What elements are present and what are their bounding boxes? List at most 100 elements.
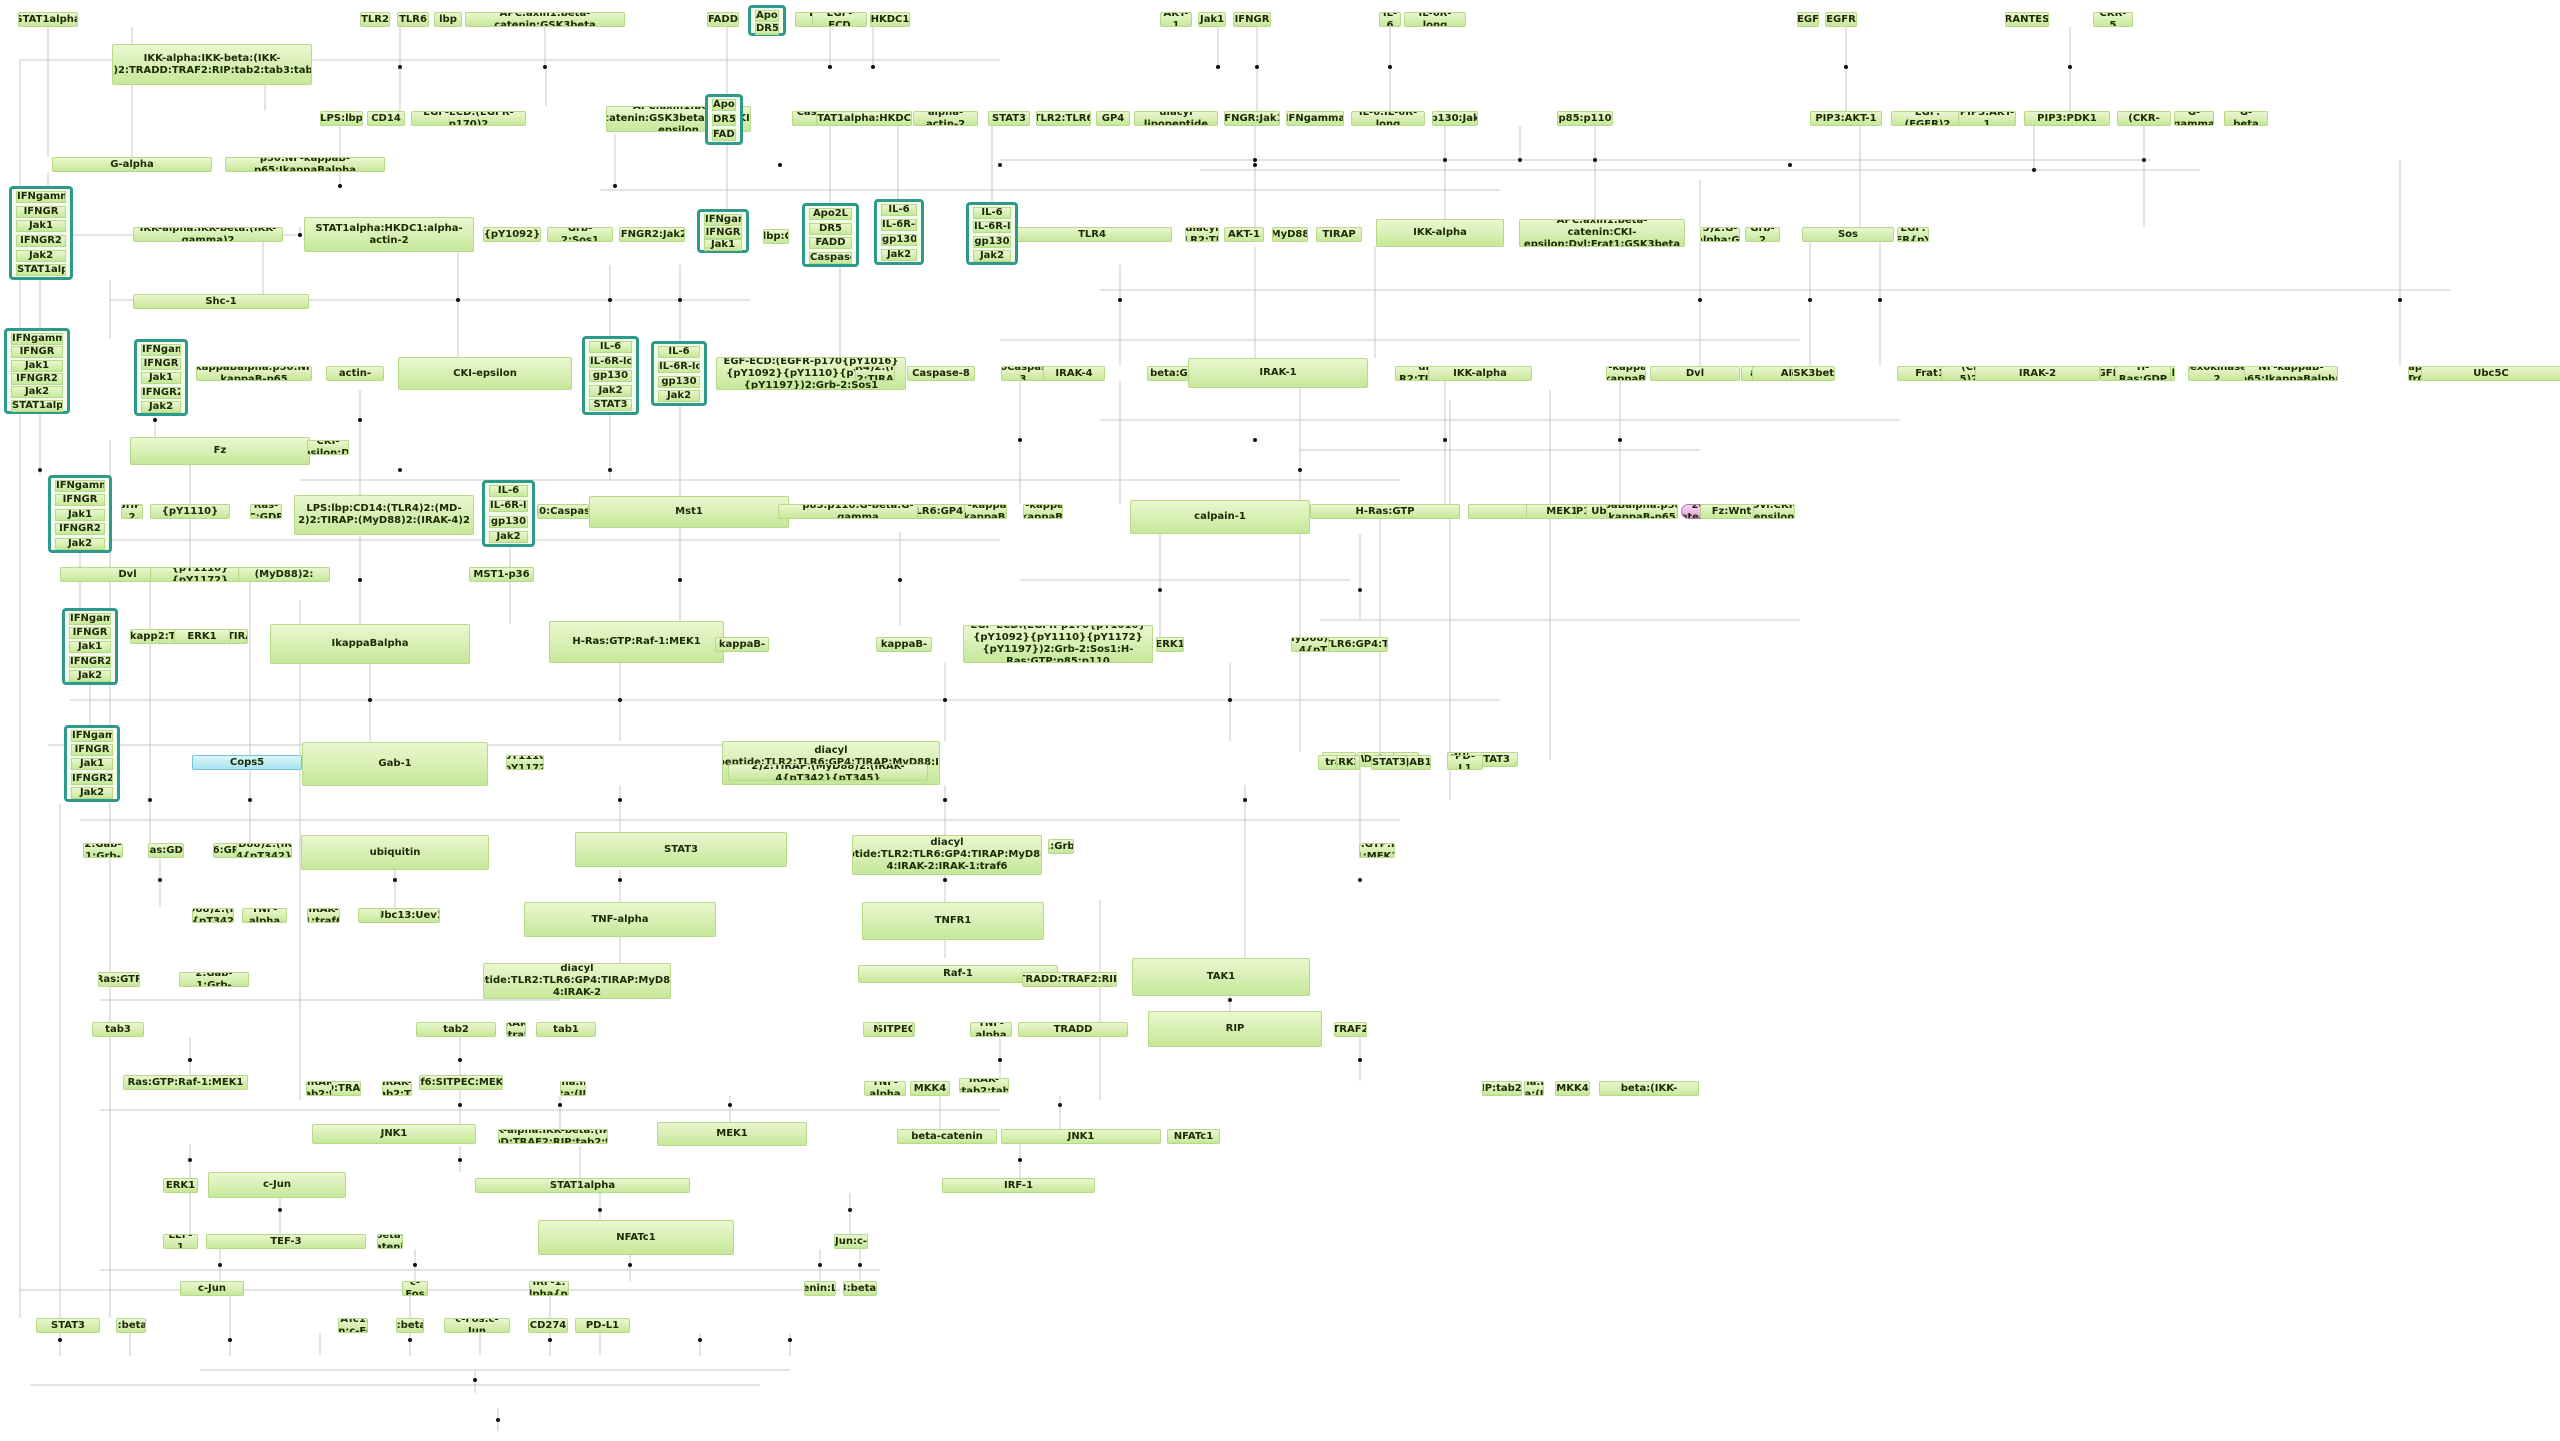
species-node[interactable]: RANTES [2005, 12, 2049, 27]
species-node[interactable]: c-Fos:c-Jun [444, 1318, 510, 1333]
species-node[interactable]: diacyl lipopeptide:TLR2:TLR6:GP4:TIRAP:M… [483, 963, 671, 999]
species-node[interactable]: tab3 [92, 1022, 144, 1037]
species-node[interactable]: IKK-alpha [1428, 366, 1532, 381]
species-node[interactable]: Grb-2:Sos1 [547, 227, 613, 242]
species-node[interactable]: SHP-2:Gab-1:Grb-2:Sos:Ras:GDP [1048, 839, 1074, 854]
species-node[interactable]: SHP-2 [121, 504, 143, 519]
species-node[interactable]: FADD [707, 12, 739, 27]
species-node[interactable]: IL-6 [1379, 12, 1401, 27]
species-node[interactable]: p85:p110 [1557, 111, 1613, 126]
species-node[interactable]: Ubc13:Uev1 [380, 908, 440, 923]
species-node[interactable]: diacyl lipopeptide:TLR2:TLR6:GP4:TIRAP:M… [1328, 637, 1388, 652]
species-node[interactable]: TNF-alpha [970, 1022, 1012, 1037]
species-node[interactable]: STAT1alpha:HKDC1:alpha-actin-2 [304, 217, 474, 252]
species-node[interactable]: TLR6 [397, 12, 429, 27]
species-node[interactable]: ubiquitin [301, 835, 489, 870]
complex-box[interactable]: IFNgammaIFNGRJak1IFNGR2Jak2 [62, 608, 118, 685]
species-node[interactable]: Grb-2 [1745, 227, 1780, 242]
species-node[interactable]: Ras:GDP [148, 843, 184, 858]
species-node[interactable]: TLR4 [1012, 227, 1172, 242]
species-node[interactable]: IFNGR [1233, 12, 1271, 27]
species-node[interactable]: EGF:(EGFR)2 [1891, 111, 1964, 126]
species-node[interactable]: JNK1 [1001, 1129, 1161, 1144]
species-node[interactable]: TEF-3:beta-catenin [843, 1281, 877, 1296]
species-node[interactable]: TRADD:TRAF2:RIP [1022, 972, 1117, 987]
species-node[interactable]: STAT1alpha [475, 1178, 690, 1193]
species-node[interactable]: NF-kappaB-p65:IkappaBalpha [2244, 366, 2338, 381]
species-node[interactable]: tab1 [536, 1022, 596, 1037]
species-node[interactable]: IFNgamma [1286, 111, 1344, 126]
species-node[interactable]: TEF-3 [206, 1234, 366, 1249]
species-node[interactable]: GP4 [1096, 111, 1130, 126]
species-node[interactable]: p85:p110:G-beta:G-gamma [778, 504, 938, 519]
species-node[interactable]: NF-kappaB-p65:IkappaBalpha [1606, 366, 1646, 381]
species-node[interactable]: proCaspase-3 [1001, 366, 1045, 381]
species-node[interactable]: hexokinase-2 [2188, 366, 2246, 381]
species-node[interactable]: traf6:SITPEC:MEKK1 [419, 1075, 503, 1090]
species-node[interactable]: RANTES:(CKR-5)2 [2117, 111, 2171, 126]
species-node[interactable]: MEK1 [657, 1122, 807, 1146]
species-node[interactable]: TRADD:TRAF2:RIP [331, 1081, 361, 1096]
species-node[interactable]: EGF-ECD:(EGFR-p170)2 [411, 111, 526, 126]
species-node[interactable]: calpain-1 [1130, 500, 1310, 534]
complex-box[interactable]: IL-6IL-6R-longgp130Jak2 [651, 341, 707, 406]
species-node[interactable]: IRAK-4 [1043, 366, 1105, 381]
species-node[interactable]: IKK-alpha:IKK-beta:(IKK-gamma)2 [1524, 1081, 1544, 1096]
species-node[interactable]: IRF-1 [942, 1178, 1095, 1193]
species-node[interactable]: H-Ras:GTP [1310, 504, 1460, 519]
species-node[interactable]: IL-6R-long [1404, 12, 1466, 27]
species-node[interactable]: Ras:GTP:Raf-1:MEK1 [1359, 843, 1395, 858]
species-node[interactable]: G-beta:G-gamma [1147, 366, 1195, 381]
species-node[interactable]: H-Ras:GDP [2115, 366, 2171, 381]
complex-box[interactable]: IL-6IL-6R-longgp130Jak2 [874, 199, 924, 265]
species-node[interactable]: IKK-alpha:IKK-beta:(IKK-gamma)2:TRADD:TR… [112, 44, 312, 85]
species-node[interactable]: STAT3 [36, 1318, 100, 1333]
complex-box[interactable]: IL-6IL-6R-longgp130Jak2 [482, 480, 535, 547]
species-node[interactable]: EGF [1797, 12, 1819, 27]
species-node[interactable]: Fz:Wnt [1700, 504, 1763, 519]
species-node[interactable]: LPS:lbp:CD14:(TLR4)2:(MD-2)2:TIRAP:(MyD8… [855, 366, 895, 381]
species-node[interactable]: SITPEC [878, 1022, 913, 1037]
species-node[interactable]: STAT3 [1371, 755, 1407, 770]
species-node[interactable]: CD274 [528, 1318, 568, 1333]
species-node[interactable]: RANTES:(CKR-5)2:G-alpha:G-beta:G-gamma [1700, 227, 1740, 242]
species-node[interactable]: Jak1 [1198, 12, 1226, 27]
species-node[interactable]: TRADD [1018, 1022, 1128, 1037]
species-node[interactable]: p50:NF-kappaB-p65 [715, 637, 769, 652]
species-node[interactable]: IKK-alpha [1376, 219, 1504, 247]
species-node[interactable]: diacyl lipopeptide:TLR2:TLR6:GP4:TLR4 [1185, 227, 1219, 242]
species-node[interactable]: Ras-C:GDP [250, 504, 282, 519]
species-node[interactable]: ERK1 [1156, 637, 1184, 652]
species-node[interactable]: CKR-5 [2093, 12, 2133, 27]
species-node[interactable]: LPS:lbp:CD14:(TLR4)2:(MD-2)2:TIRAP:(MyD8… [236, 843, 292, 858]
species-node[interactable]: CD14 [367, 111, 405, 126]
species-node[interactable]: HKDC1 [870, 12, 910, 27]
species-node[interactable]: lbp [434, 12, 462, 27]
species-node[interactable]: Dvl [1650, 366, 1740, 381]
species-node[interactable]: APC:axin1:beta-catenin:GSK3beta [465, 12, 625, 27]
species-node[interactable]: PIP3:PDK1 [2024, 111, 2110, 126]
complex-box[interactable]: IFNgammaIFNGRJak1 [697, 209, 749, 253]
species-node[interactable]: NF-kappaB-p65:IkappaBalpha [964, 504, 1007, 519]
species-node[interactable]: Caspase-3-p20:Caspase-3-p12 [537, 504, 589, 519]
species-node[interactable]: Ras:GTP:Raf-1:MEK1 [123, 1075, 248, 1090]
species-node[interactable]: p50:NF-kappaB-p65:IkappaBalpha [225, 157, 385, 172]
species-node[interactable]: beta-catenin [377, 1234, 403, 1249]
species-node[interactable]: G-beta [2224, 111, 2268, 126]
species-node[interactable]: IL-6:IL-6R-long [1351, 111, 1425, 126]
species-node[interactable]: TNF-alpha [242, 908, 287, 923]
species-node[interactable]: PD-L1 [575, 1318, 630, 1333]
species-node[interactable]: LPS:lbp [320, 111, 363, 126]
species-node[interactable]: TIRAP [1316, 227, 1362, 242]
species-node[interactable]: beta-catenin [897, 1129, 997, 1144]
species-node[interactable]: TNF-alpha [864, 1081, 906, 1096]
species-node[interactable]: EGF-ECD:(EGFR-p170{pY1016}{pY1092}{pY111… [963, 625, 1153, 663]
species-node[interactable]: c-Fos [402, 1281, 428, 1296]
species-node[interactable]: MKK4 [910, 1081, 950, 1096]
species-node[interactable]: LPS:lbp:CD14:(TLR4)2:(MD-2)2:TIRAP:(MyD8… [192, 908, 234, 923]
species-node[interactable]: Mst1 [589, 496, 789, 528]
species-node[interactable]: PIP3:AKT-1 [1958, 111, 2016, 126]
species-node[interactable]: PD-L1 [1447, 755, 1483, 770]
species-node[interactable]: TNFR1 [862, 902, 1044, 940]
